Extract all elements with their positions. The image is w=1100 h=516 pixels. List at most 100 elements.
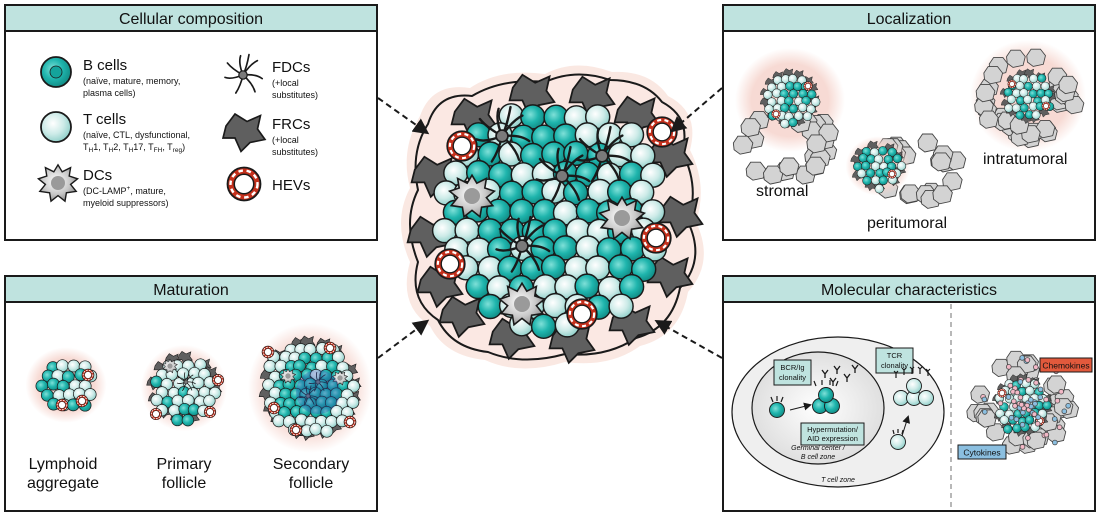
- t-cell: [797, 102, 808, 113]
- intratumoral-cluster: [970, 40, 1086, 152]
- b-cell: [150, 375, 163, 388]
- maturation-title: Maturation: [153, 282, 229, 299]
- svg-text:Chemokines: Chemokines: [1042, 361, 1089, 371]
- tumor-cell: [806, 134, 827, 154]
- primary-follicle-cluster: [140, 344, 228, 432]
- legend-dcs: DCs (DC-LAMP+, mature, myeloid suppresso…: [37, 164, 169, 208]
- t-cell-zone-label: T cell zone: [821, 477, 855, 484]
- hev-vessel: [261, 345, 275, 359]
- svg-text:Cytokines: Cytokines: [963, 448, 1000, 458]
- legend-b-cells: B cells (naïve, mature, memory, plasma c…: [40, 56, 180, 98]
- tumor-cell: [917, 133, 938, 153]
- hev-vessel: [267, 401, 281, 415]
- tumor-cell: [1006, 49, 1026, 68]
- tumor-cell: [1058, 75, 1078, 95]
- chemokine-dot: [1034, 420, 1041, 427]
- tumor-cell: [745, 161, 767, 181]
- hev-vessel: [997, 388, 1007, 398]
- central-tertiary-lymphoid-structure: [401, 65, 704, 369]
- hev-vessel: [211, 373, 225, 387]
- localization-title: Localization: [867, 11, 952, 28]
- t-cell: [309, 422, 323, 436]
- dcs-label: DCs: [83, 167, 112, 184]
- b-cell: [171, 413, 184, 427]
- primary-follicle-label-2: follicle: [162, 475, 207, 492]
- arrow-bottom-right: [654, 320, 723, 359]
- panel-localization: Localization stromal peritumoral intratu…: [722, 4, 1096, 241]
- chemokine-dot: [1025, 435, 1031, 441]
- b-cell: [477, 293, 504, 320]
- tumor-cell: [975, 84, 996, 103]
- tumor-cell: [740, 118, 761, 138]
- germinal-center-label-2: B cell zone: [801, 454, 835, 461]
- tumor-cell: [931, 152, 952, 172]
- t-cell: [1004, 103, 1014, 113]
- tumor-cell: [983, 66, 1003, 85]
- hev-vessel: [1041, 101, 1051, 111]
- chemokine-dot: [1019, 421, 1026, 428]
- t-cell: [780, 119, 790, 129]
- hev-vessel: [343, 415, 357, 429]
- chemokines-tag: Chemokines: [1039, 357, 1093, 373]
- cytokine-dot: [1037, 394, 1044, 401]
- chemokine-dot: [1017, 379, 1024, 385]
- molecular-t-cells: [890, 366, 934, 450]
- hev-vessel: [323, 341, 337, 355]
- tumor-cell: [979, 110, 999, 129]
- molecular-b-cells: [769, 364, 859, 418]
- cytokine-dot: [1020, 409, 1026, 416]
- cytokine-dot: [1014, 389, 1021, 396]
- cytokine-dot: [997, 400, 1004, 407]
- cytokine-dot: [1005, 394, 1012, 400]
- hypermutation-box: Hypermutation/ AID expression: [800, 422, 865, 446]
- legend-frcs: FRCs (+local substitutes): [222, 113, 318, 157]
- bcr-clonality-box: BCR/Ig clonality: [773, 359, 812, 386]
- b-cell: [530, 313, 557, 340]
- germinal-center-label-1: Germinal center /: [791, 445, 846, 452]
- t-cell: [1023, 95, 1033, 105]
- tumor-cell: [779, 157, 800, 177]
- fdcs-desc-2: substitutes): [272, 90, 318, 100]
- legend-hevs: HEVs: [226, 166, 310, 202]
- t-cell: [320, 424, 334, 438]
- peritumoral-label: peritumoral: [867, 215, 947, 232]
- t-cell: [1025, 386, 1035, 396]
- b-cell: [878, 146, 888, 156]
- hev-vessel: [203, 405, 217, 419]
- dcs-desc-1: (DC-LAMP+, mature,: [83, 185, 166, 196]
- svg-text:clonality: clonality: [779, 373, 806, 382]
- b-cell: [1003, 424, 1013, 434]
- chemokine-dot: [1051, 416, 1058, 422]
- cytokine-dot: [981, 409, 988, 415]
- chemokine-dot: [1019, 444, 1026, 450]
- chemokine-dot: [1043, 431, 1050, 438]
- cytokine-dot: [1013, 416, 1020, 423]
- lymphoid-aggregate-label-1: Lymphoid: [29, 456, 98, 473]
- chemokine-tumor-cluster: [966, 350, 1079, 455]
- tumor-cell: [805, 156, 826, 176]
- lymphoid-aggregate-label-2: aggregate: [27, 475, 99, 492]
- b-cell: [1015, 110, 1025, 120]
- chemokine-dot: [1007, 382, 1014, 389]
- svg-text:BCR/Ig: BCR/Ig: [780, 363, 804, 372]
- chemokine-dot: [1054, 397, 1061, 404]
- b-cell: [878, 175, 888, 186]
- cytokine-dot: [1024, 357, 1031, 363]
- chemokine-dot: [1028, 396, 1034, 403]
- cytokine-dot: [1025, 377, 1032, 383]
- fdcs-label: FDCs: [272, 59, 310, 76]
- b-cell: [181, 414, 195, 427]
- secondary-follicle-label-1: Secondary: [273, 456, 350, 473]
- t-cell: [802, 111, 813, 121]
- hev-vessel: [1007, 79, 1017, 89]
- t-cell: [203, 394, 216, 407]
- cytokine-dot: [1058, 388, 1064, 395]
- hev-vessel: [434, 248, 466, 280]
- b-cells-desc-2: plasma cells): [83, 88, 136, 98]
- tumor-cell: [732, 135, 754, 155]
- panel-maturation: Maturation Lymphoid aggregate Primary fo…: [4, 275, 378, 512]
- t-cell: [896, 161, 907, 171]
- t-cell: [263, 360, 277, 373]
- cytokine-dot: [1037, 386, 1044, 393]
